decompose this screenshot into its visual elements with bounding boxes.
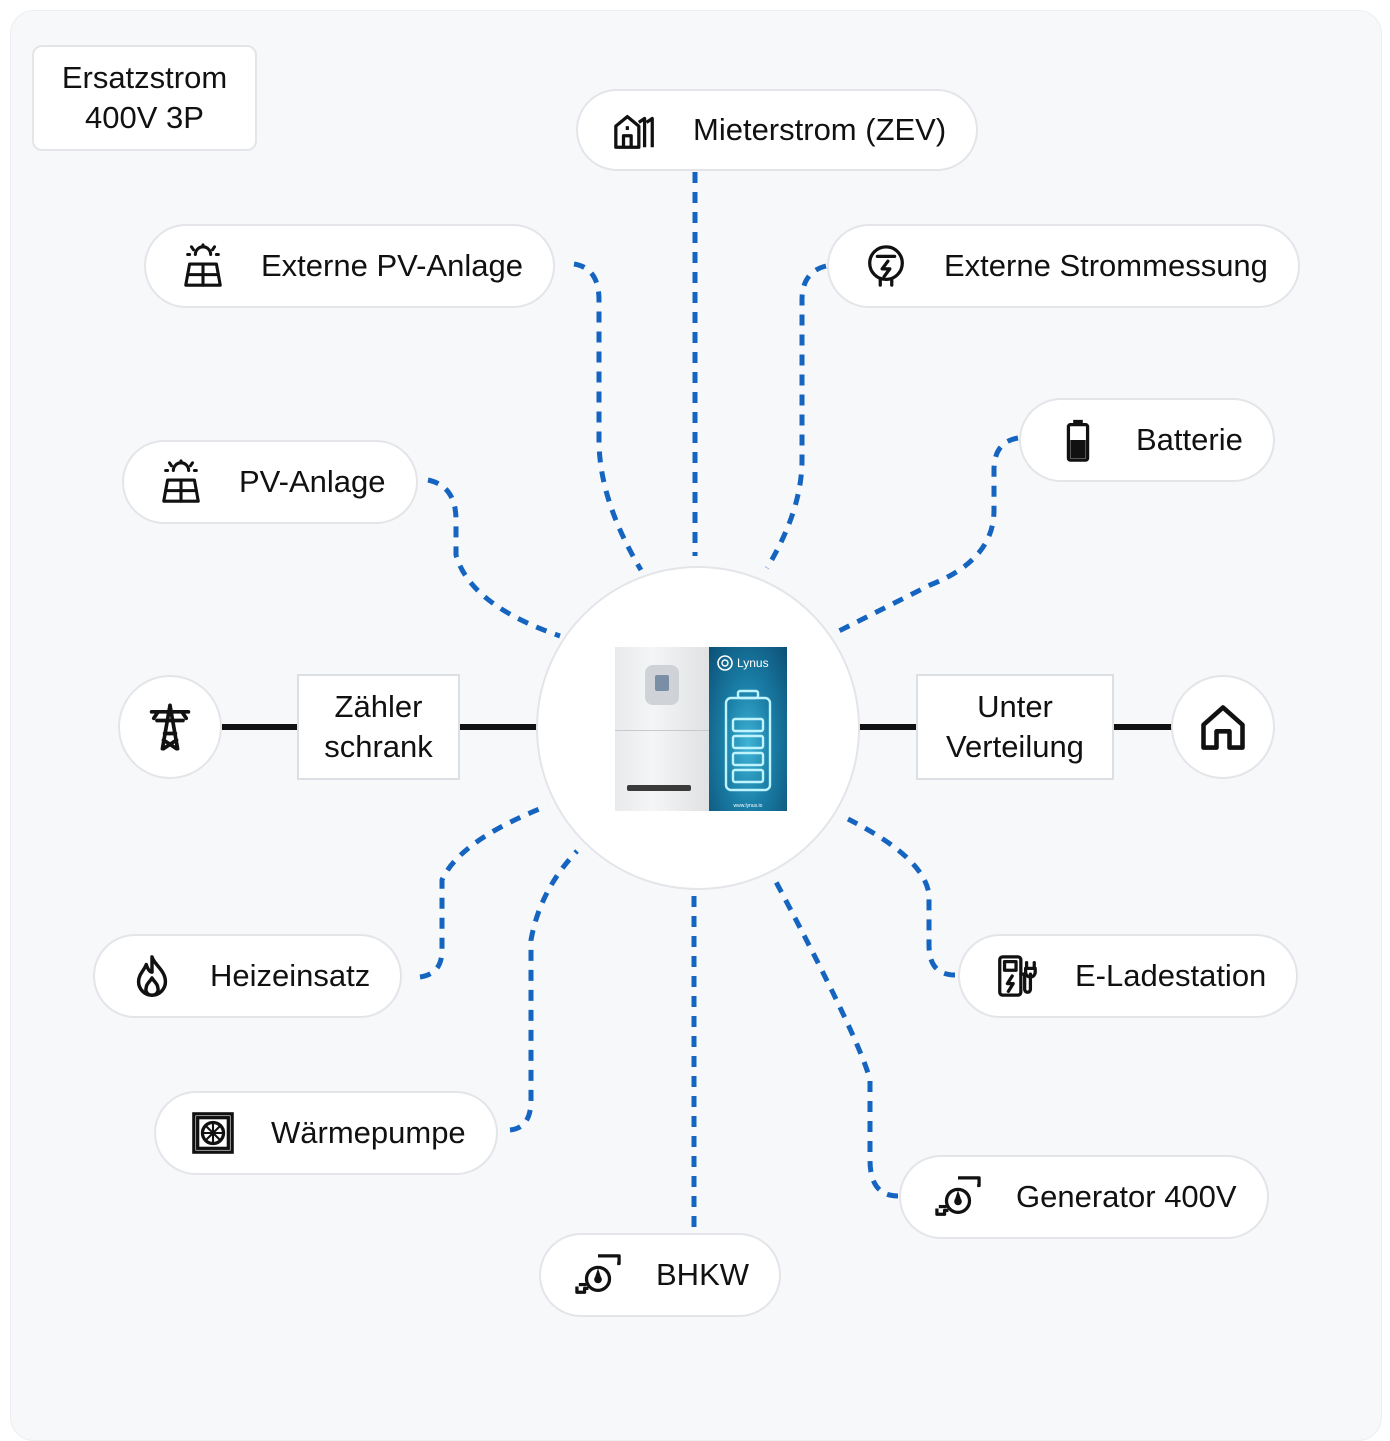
line-generator <box>772 878 899 1199</box>
brand-url: www.lynus.io <box>733 803 763 809</box>
line-pv-anlage <box>427 477 561 639</box>
line-batterie <box>831 435 1019 637</box>
grid-connection[interactable] <box>118 675 222 779</box>
ev-charger-icon <box>992 951 1042 1001</box>
house[interactable] <box>1171 675 1275 779</box>
line-externe-pv <box>573 261 644 572</box>
battery-unit: Lynus www.lynus.io <box>709 647 787 811</box>
inverter-unit <box>615 647 709 811</box>
label-e-ladestation: E-Ladestation <box>1075 958 1267 993</box>
node-externe-strommessung[interactable]: Externe Strommessung <box>827 224 1300 308</box>
engine-icon <box>933 1172 983 1222</box>
node-generator[interactable]: Generator 400V <box>899 1155 1269 1239</box>
meter-cabinet[interactable]: Zähler schrank <box>297 674 460 780</box>
label-externe-strommessung: Externe Strommessung <box>944 248 1268 283</box>
battery-icon <box>1053 415 1103 465</box>
label-generator: Generator 400V <box>1016 1179 1237 1214</box>
label-bhkw: BHKW <box>656 1257 749 1292</box>
backup-power-label: Ersatzstrom 400V 3P <box>32 45 257 151</box>
power-meter-icon <box>861 241 911 291</box>
line-e-ladestation <box>846 816 956 978</box>
house-icon <box>1201 705 1245 750</box>
engine-icon <box>573 1250 623 1300</box>
heat-pump-icon <box>188 1108 238 1158</box>
node-pv-anlage[interactable]: PV-Anlage <box>122 440 418 524</box>
label-batterie: Batterie <box>1136 422 1243 457</box>
node-waermepumpe[interactable]: Wärmepumpe <box>154 1091 498 1175</box>
apartment-building-icon <box>610 105 660 155</box>
battery-cells-icon <box>724 689 772 792</box>
solar-panel-icon <box>178 241 228 291</box>
brand-name: Lynus <box>737 656 769 670</box>
label-mieterstrom: Mieterstrom (ZEV) <box>693 112 947 147</box>
central-hub[interactable]: Lynus www.lynus.io <box>536 566 860 890</box>
line-externe-strommessung <box>764 263 827 570</box>
sub-distribution[interactable]: Unter Verteilung <box>916 674 1114 780</box>
node-bhkw[interactable]: BHKW <box>539 1233 781 1317</box>
label-heizeinsatz: Heizeinsatz <box>210 958 371 993</box>
node-heizeinsatz[interactable]: Heizeinsatz <box>93 934 403 1018</box>
node-mieterstrom[interactable]: Mieterstrom (ZEV) <box>576 89 979 171</box>
label-externe-pv: Externe PV-Anlage <box>261 248 523 283</box>
label-waermepumpe: Wärmepumpe <box>271 1115 466 1150</box>
power-pylon-icon <box>149 703 191 751</box>
line-waermepumpe <box>509 849 579 1133</box>
solar-panel-icon <box>156 457 206 507</box>
node-e-ladestation[interactable]: E-Ladestation <box>958 934 1299 1018</box>
node-externe-pv[interactable]: Externe PV-Anlage <box>144 224 555 308</box>
inverter-battery-image: Lynus www.lynus.io <box>615 647 787 811</box>
line-heizeinsatz <box>419 803 548 980</box>
flame-icon <box>127 951 177 1001</box>
brand-logo-icon <box>717 655 733 671</box>
node-batterie[interactable]: Batterie <box>1019 398 1275 482</box>
label-pv-anlage: PV-Anlage <box>239 464 386 499</box>
